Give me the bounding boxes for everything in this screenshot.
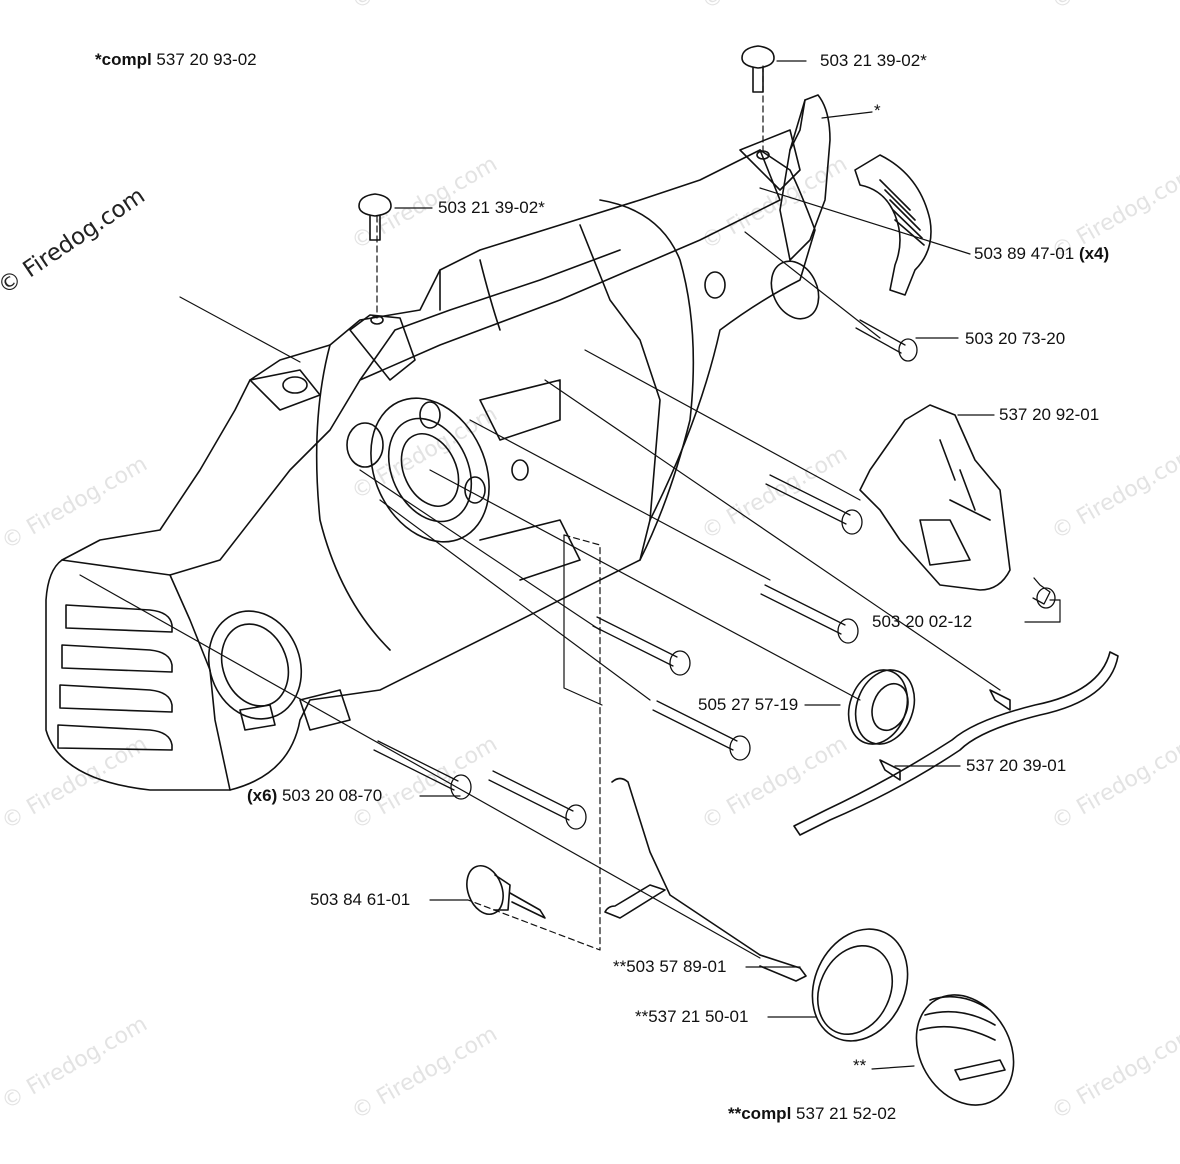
part-label-bolts: (x6) 503 20 08-70 (247, 786, 382, 806)
part-label-rod: 537 20 39-01 (966, 756, 1067, 775)
part-label-hose: **503 57 89-01 (613, 957, 727, 976)
crankcase-housing (45, 129, 820, 791)
part-label-guard: 537 20 92-01 (999, 405, 1100, 424)
top-cover (779, 94, 831, 261)
assembly-label-cap: **compl 537 21 52-02 (728, 1104, 896, 1124)
filler-ring (811, 928, 909, 1042)
filler-cap (915, 994, 1015, 1106)
bolts-quantity: (x6) (247, 786, 278, 805)
cap-assembly-prefix: **compl (728, 1104, 792, 1123)
assembly-prefix: *compl (95, 50, 152, 69)
part-label-cover: * (874, 101, 881, 120)
clip-part (854, 154, 932, 296)
assembly-label: *compl 537 20 93-02 (95, 50, 257, 70)
assembly-number: 537 20 93-02 (156, 50, 257, 69)
part-label-plug: 503 84 61-01 (310, 890, 411, 909)
chain-guard (859, 404, 1011, 591)
bolts (373, 319, 1056, 830)
clip-quantity: (x4) (1078, 244, 1110, 263)
part-label-clip: 503 89 47-01 (x4) (974, 244, 1109, 264)
part-label-cap: ** (853, 1056, 867, 1075)
part-label-bolt-side: 503 20 73-20 (965, 329, 1066, 348)
seal-ring (847, 669, 916, 745)
part-label-screw-left: 503 21 39-02* (438, 198, 545, 217)
oil-rod (793, 651, 1119, 836)
part-label-seal: 505 27 57-19 (698, 695, 799, 714)
leader-lines (79, 60, 1061, 1070)
plug-part (466, 864, 546, 919)
clip-number: 503 89 47-01 (974, 244, 1075, 263)
hose-part (604, 777, 807, 982)
part-label-ring: **537 21 50-01 (635, 1007, 749, 1026)
part-label-screw-top: 503 21 39-02* (820, 51, 927, 70)
cap-assembly-number: 537 21 52-02 (796, 1104, 897, 1123)
screws (358, 45, 775, 241)
part-label-bolt-guard: 503 20 02-12 (872, 612, 973, 631)
bolts-number: 503 20 08-70 (281, 786, 383, 805)
